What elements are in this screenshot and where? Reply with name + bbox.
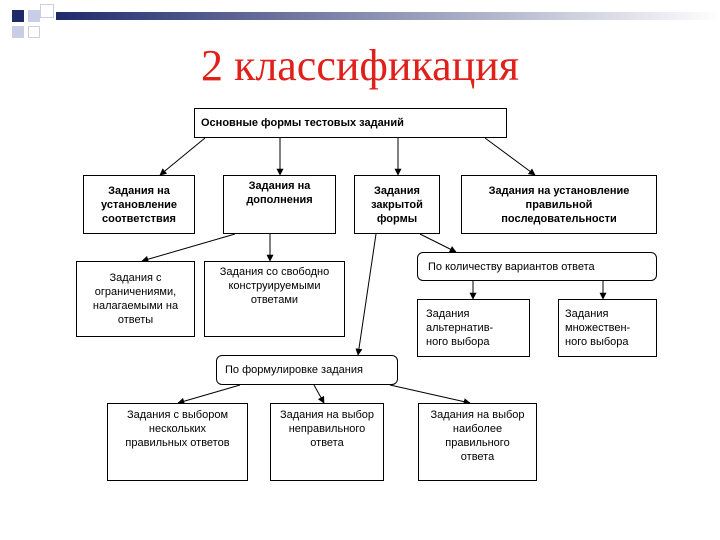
decor-square (40, 4, 54, 18)
arrow-root-to-matching (159, 137, 206, 176)
root-node: Основные формы тестовых заданий (194, 108, 507, 138)
by-wording-label: По формулировке задания (225, 364, 363, 376)
wrong-answer-label: Задания на выбор неправильного ответа (279, 409, 375, 449)
restricted-answers-node: Задания с ограничениями, налагаемыми на … (76, 261, 195, 337)
alternative-choice-node: Задания альтернатив- ного выбора (417, 299, 530, 357)
alternative-choice-label: Задания альтернатив- ного выбора (426, 308, 494, 348)
decor-square (28, 10, 40, 22)
decor-gradient-bar (56, 12, 720, 20)
matching-tasks-node: Задания на установление соответствия (83, 175, 195, 234)
sequence-tasks-label: Задания на установление правильной после… (488, 184, 630, 225)
addition-tasks-label: Задания на дополнения (246, 180, 313, 206)
arrow-addition-to-restricted (141, 233, 236, 263)
decor-square (12, 26, 24, 38)
addition-tasks-node: Задания на дополнения (223, 175, 336, 234)
by-answer-count-node: По количеству вариантов ответа (417, 252, 657, 281)
multiple-choice-label: Задания множествен- ного выбора (565, 308, 631, 348)
decor-square (28, 26, 40, 38)
several-correct-label: Задания с выбором нескольких правильных … (125, 409, 230, 449)
multiple-choice-node: Задания множествен- ного выбора (558, 299, 657, 357)
wrong-answer-node: Задания на выбор неправильного ответа (270, 403, 384, 481)
by-answer-count-label: По количеству вариантов ответа (428, 260, 595, 273)
arrow-wording-to-best (389, 384, 471, 406)
arrow-wording-to-wrong (313, 384, 325, 404)
sequence-tasks-node: Задания на установление правильной после… (461, 175, 657, 234)
closed-tasks-node: Задания закрытой формы (354, 175, 440, 234)
by-wording-node: По формулировке задания (216, 355, 398, 385)
arrow-root-to-sequence (484, 137, 536, 176)
arrow-wording-to-several (177, 384, 241, 405)
free-answers-node: Задания со свободно конструируемыми отве… (204, 261, 345, 337)
most-correct-label: Задания на выбор наиболее правильного от… (430, 409, 525, 463)
restricted-answers-label: Задания с ограничениями, налагаемыми на … (92, 272, 179, 326)
arrow-closed-to-count (419, 233, 457, 253)
most-correct-node: Задания на выбор наиболее правильного от… (418, 403, 537, 481)
matching-tasks-label: Задания на установление соответствия (101, 184, 177, 225)
root-label: Основные формы тестовых заданий (201, 117, 404, 129)
slide-title: 2 классификация (200, 41, 520, 90)
decor-square (12, 10, 24, 22)
free-answers-label: Задания со свободно конструируемыми отве… (219, 266, 330, 306)
closed-tasks-label: Задания закрытой формы (371, 184, 423, 225)
corner-decoration (0, 0, 720, 40)
arrow-closed-to-wording (355, 233, 377, 356)
several-correct-node: Задания с выбором нескольких правильных … (107, 403, 248, 481)
